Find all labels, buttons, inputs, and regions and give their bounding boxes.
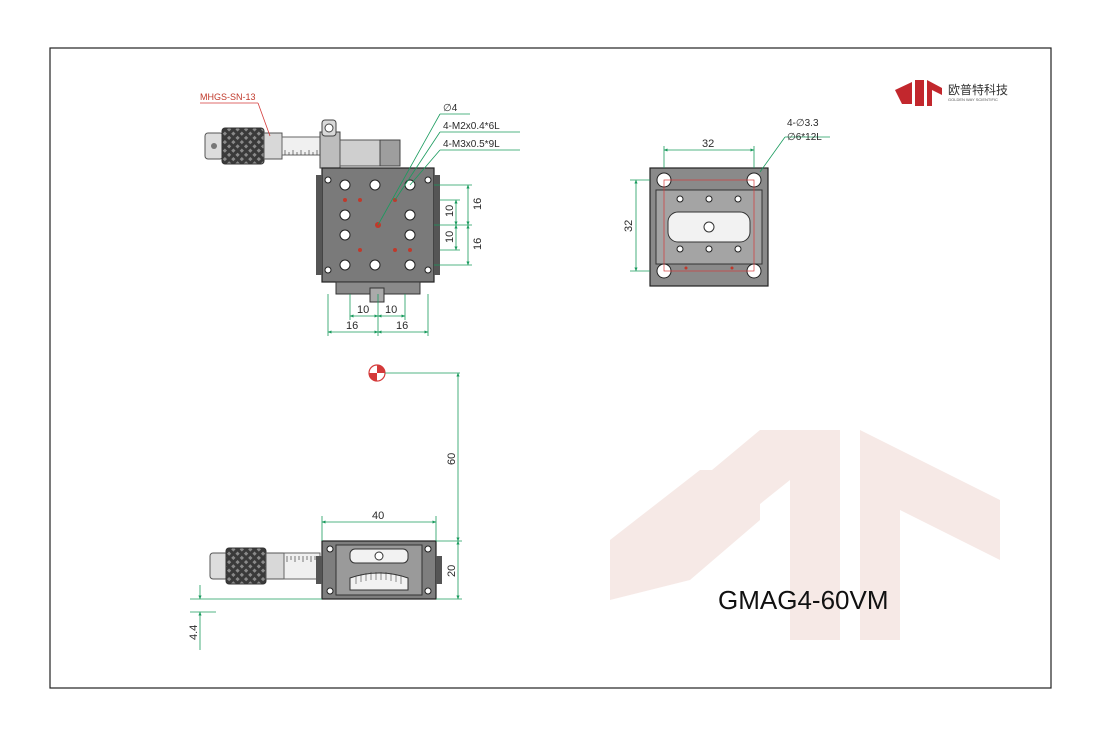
micrometer-front: [209, 547, 321, 585]
brand-name-cn: 欧普特科技: [948, 82, 1008, 97]
micrometer-top: [204, 119, 401, 169]
dim-bottom-16-right: 16: [396, 320, 408, 332]
side-view: 4-∅3.3 ∅6*12L 32 32: [623, 118, 830, 287]
dim-right-16-bottom: 16: [472, 238, 484, 250]
golden-way-logo-icon: [895, 80, 942, 106]
dim-bottom-10-left: 10: [357, 304, 369, 316]
micrometer-leader-diag: [257, 102, 271, 137]
dim-bottom-16-left: 16: [346, 320, 358, 332]
callout-counterbore-6-12: ∅6*12L: [787, 132, 822, 143]
model-name: GMAG4-60VM: [718, 585, 889, 615]
callout-diameter-4: ∅4: [443, 103, 458, 114]
front-body-height-dim-20: 20: [446, 565, 458, 577]
reference-point-icon: [368, 364, 386, 382]
side-top-dim-32: 32: [702, 138, 714, 150]
front-width-dim-40: 40: [372, 510, 384, 522]
front-offset-dim-4-4: 4.4: [188, 625, 200, 640]
watermark-logo-icon: [610, 430, 1000, 640]
dim-right-10-top: 10: [444, 205, 456, 217]
dim-bottom-10-right: 10: [385, 304, 397, 316]
callout-m3-thread: 4-M3x0.5*9L: [443, 139, 500, 150]
drawing-frame: [49, 47, 1052, 689]
front-view: 40 60 20 4.4: [188, 364, 462, 650]
brand-logo: 欧普特科技 GOLDEN WAY SCIENTIFIC: [895, 80, 1008, 106]
front-height-dim-60: 60: [446, 453, 458, 465]
dim-right-16-top: 16: [472, 198, 484, 210]
callout-4-holes-3-3: 4-∅3.3: [787, 118, 819, 129]
brand-name-en: GOLDEN WAY SCIENTIFIC: [948, 97, 998, 102]
callout-m2-thread: 4-M2x0.4*6L: [443, 121, 500, 132]
top-view: MHGS-SN-13: [200, 92, 520, 336]
dim-right-10-bottom: 10: [444, 231, 456, 243]
micrometer-scale: [284, 150, 318, 155]
micrometer-label: MHGS-SN-13: [200, 92, 256, 102]
side-left-dim-32: 32: [623, 220, 635, 232]
